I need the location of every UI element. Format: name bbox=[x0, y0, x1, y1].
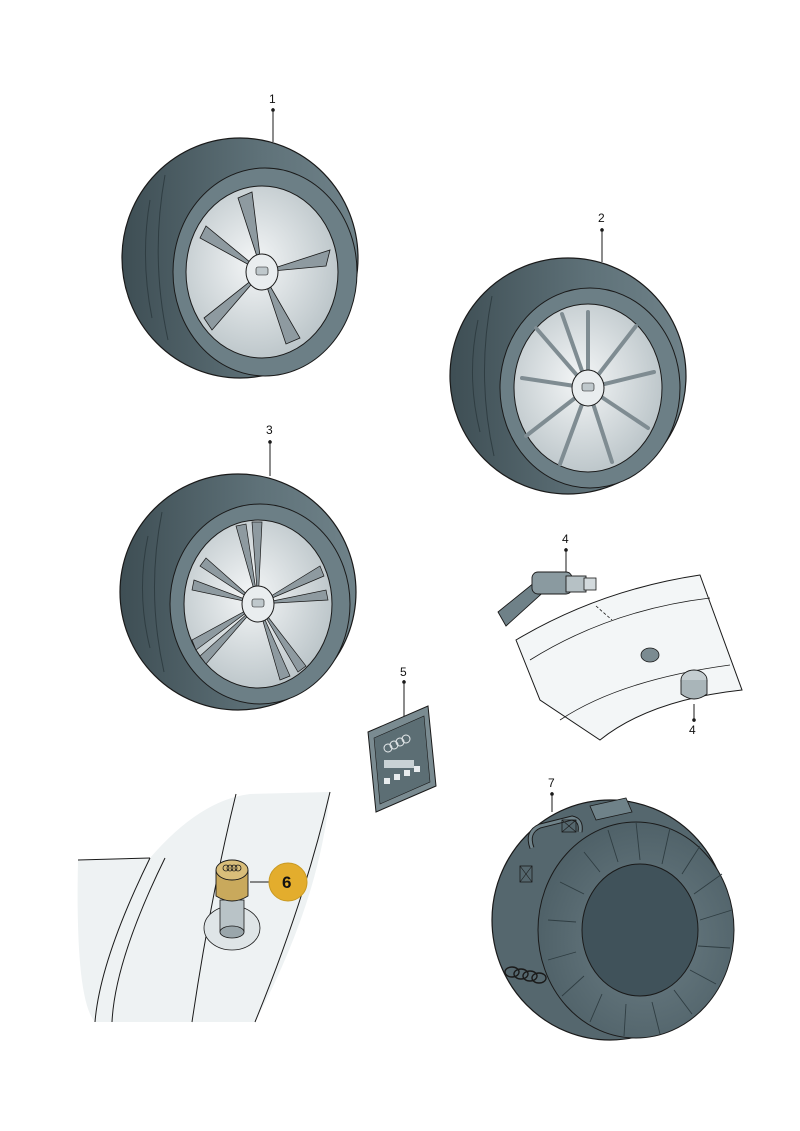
callout-badge-6[interactable] bbox=[268, 862, 308, 902]
wheel-2: 2 bbox=[449, 211, 687, 495]
callout-3: 3 bbox=[266, 423, 273, 437]
part-7-wheel-bag: 7 bbox=[491, 776, 735, 1041]
callout-4a: 4 bbox=[562, 532, 569, 546]
callout-6[interactable]: 6 bbox=[282, 873, 291, 892]
wheel-rim-section bbox=[515, 574, 743, 741]
sticker-pack-icon bbox=[367, 705, 437, 813]
wheel-rim-section-6 bbox=[77, 792, 330, 1022]
wheel-bag-icon bbox=[491, 797, 735, 1041]
callout-2: 2 bbox=[598, 211, 605, 225]
wheel-nut-icon bbox=[680, 669, 708, 700]
wheel-1: 1 bbox=[121, 92, 359, 379]
callout-1: 1 bbox=[269, 92, 276, 106]
callout-7: 7 bbox=[548, 776, 555, 790]
wheel-3: 3 bbox=[119, 423, 357, 711]
valve-sensor-icon bbox=[497, 571, 597, 627]
callout-5: 5 bbox=[400, 665, 407, 679]
part-4-assembly: 4 4 bbox=[497, 532, 743, 741]
part-5-sticker-pack: 5 bbox=[367, 665, 437, 813]
valve-cap-icon bbox=[215, 859, 249, 902]
callout-4b: 4 bbox=[689, 723, 696, 737]
part-6-valve-cap: 6 bbox=[77, 791, 331, 1023]
four-rings-logo-icon bbox=[504, 966, 547, 984]
